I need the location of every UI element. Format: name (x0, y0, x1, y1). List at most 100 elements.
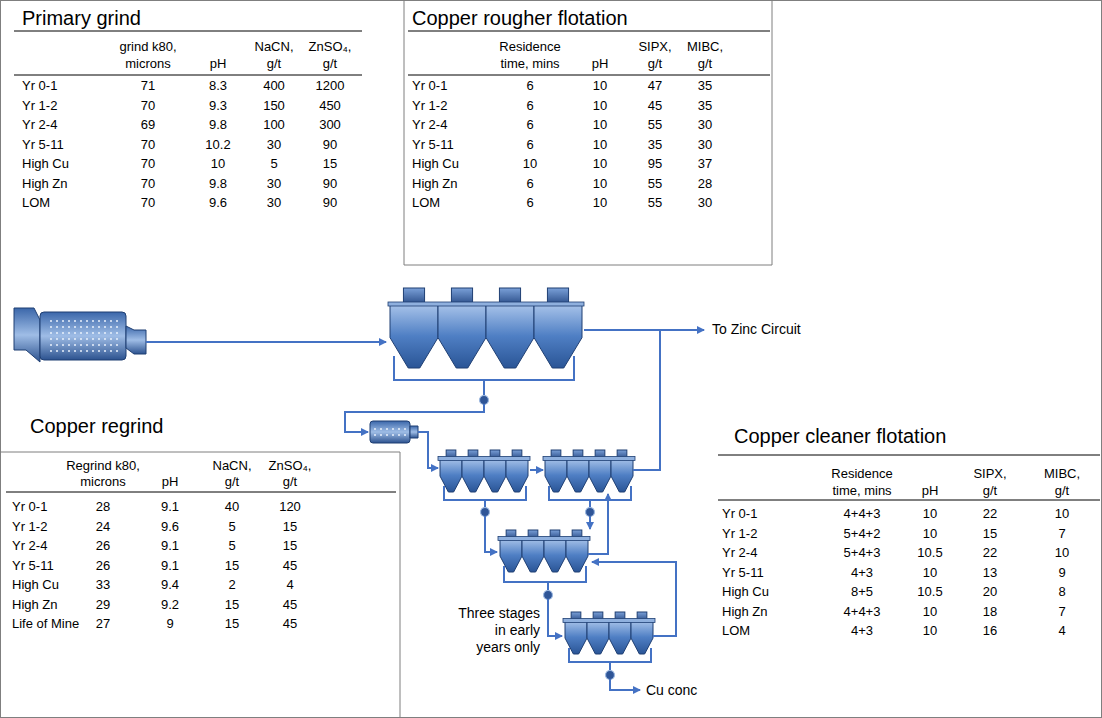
table-cell: Yr 1-2 (12, 519, 47, 535)
table-cell: ZnSO₄, (269, 458, 312, 474)
table-cell: Yr 0-1 (22, 78, 57, 94)
flow-line (485, 516, 497, 552)
table-cell: 9.1 (161, 499, 179, 515)
table-cell: Regrind k80, (66, 458, 140, 474)
table-cell: 6 (526, 176, 533, 192)
junction-dot (586, 508, 595, 517)
table-cell: MIBC, (1044, 466, 1080, 482)
table-rule (718, 455, 1100, 456)
table-cell: 9 (166, 616, 173, 632)
flow-line (547, 582, 549, 591)
flow-line (609, 662, 611, 671)
table-cell: 30 (698, 195, 712, 211)
table-cell: 10 (593, 78, 607, 94)
table-cell: 10 (593, 176, 607, 192)
table-cell: LOM (722, 623, 750, 639)
cell-lip (388, 302, 584, 306)
table-cell: 22 (983, 506, 997, 522)
cell-lip (543, 456, 635, 460)
table-cell: Life of Mine (12, 616, 79, 632)
table-cell: 35 (698, 78, 712, 94)
table-cell: 4 (1058, 623, 1065, 639)
table-cell: 10 (1055, 545, 1069, 561)
table-cell: Yr 0-1 (412, 78, 447, 94)
table-cell: 37 (698, 156, 712, 172)
flotation-cell (631, 620, 653, 654)
junction-dot (606, 671, 615, 680)
flow-line (569, 648, 651, 662)
table-cell: 90 (323, 195, 337, 211)
table-cell: 5 (270, 156, 277, 172)
table-cell: 9.2 (161, 597, 179, 613)
table-cell: 120 (279, 499, 301, 515)
table-cell: 6 (526, 117, 533, 133)
flow-line (530, 469, 543, 471)
table-cell: 10 (923, 623, 937, 639)
table-cell: 22 (983, 545, 997, 561)
table-cell: High Cu (722, 584, 769, 600)
table-cell: 150 (263, 98, 285, 114)
table-cell: Yr 5-11 (722, 565, 764, 581)
table-rule (14, 75, 362, 76)
table-cell: 300 (319, 117, 341, 133)
table-cell: LOM (412, 195, 440, 211)
table-cell: 15 (283, 538, 297, 554)
table-cell: Residence (831, 466, 892, 482)
table-cell: 15 (983, 526, 997, 542)
flow-line (146, 341, 386, 343)
table-title: Copper rougher flotation (412, 6, 628, 30)
table-title: Copper cleaner flotation (734, 424, 946, 448)
table-cell: 95 (648, 156, 662, 172)
flotation-cell (484, 458, 506, 492)
table-cell: High Cu (22, 156, 69, 172)
table-title: Primary grind (22, 6, 141, 30)
table-cell: 55 (648, 117, 662, 133)
table-cell: 9.3 (209, 98, 227, 114)
table-cell: 30 (698, 137, 712, 153)
table-cell: 2 (228, 577, 235, 593)
table-cell: 10 (593, 137, 607, 153)
table-cell: 4+4+3 (844, 604, 881, 620)
table-cell: 29 (96, 597, 110, 613)
table-cell: g/t (283, 474, 297, 490)
table-cell: g/t (698, 56, 712, 72)
table-cell: High Zn (22, 176, 68, 192)
flow-line (610, 679, 640, 690)
table-cell: Yr 2-4 (22, 117, 57, 133)
table-cell: SIPX, (638, 39, 671, 55)
table-cell: 450 (319, 98, 341, 114)
table-cell: 27 (96, 616, 110, 632)
table-cell: 7 (1058, 526, 1065, 542)
table-cell: NaCN, (254, 39, 293, 55)
table-cell: 35 (698, 98, 712, 114)
table-cell: g/t (267, 56, 281, 72)
flotation-cell (589, 458, 611, 492)
table-cell: pH (922, 483, 939, 499)
table-cell: 10.5 (917, 545, 942, 561)
cell-lip (498, 536, 590, 540)
table-cell: pH (162, 474, 179, 490)
flow-line (394, 356, 574, 380)
table-cell: 70 (141, 98, 155, 114)
table-rule (408, 31, 770, 32)
table-cell: 4+4+3 (844, 506, 881, 522)
flotation-cell (438, 304, 486, 368)
table-cell: 70 (141, 195, 155, 211)
table-cell: 70 (141, 156, 155, 172)
table-cell: 5+4+2 (844, 526, 881, 542)
table-cell: g/t (648, 56, 662, 72)
mill-liner (373, 424, 407, 440)
table-cell: 28 (96, 499, 110, 515)
table-cell: 9.6 (161, 519, 179, 535)
table-cell: pH (210, 56, 227, 72)
table-cell: 33 (96, 577, 110, 593)
table-cell: 30 (267, 176, 281, 192)
note-text: Three stages in early years only (458, 605, 540, 656)
table-cell: 90 (323, 137, 337, 153)
table-cell: 9.8 (209, 176, 227, 192)
table-cell: 18 (983, 604, 997, 620)
table-cell: High Zn (12, 597, 58, 613)
flow-line (418, 432, 438, 468)
